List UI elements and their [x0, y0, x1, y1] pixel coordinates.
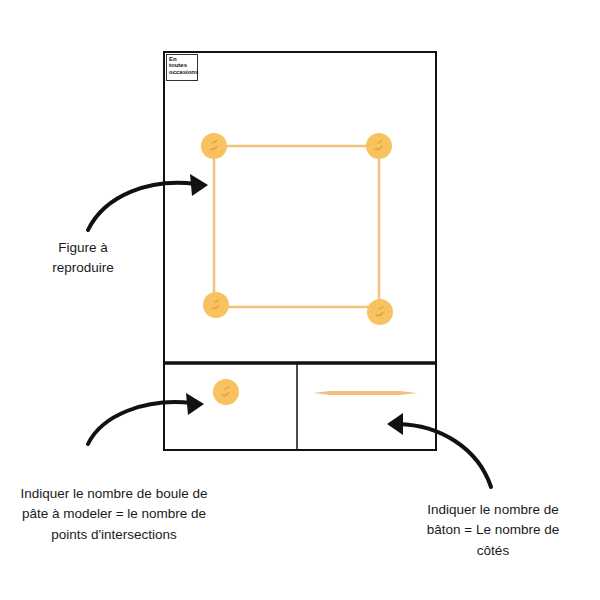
- stick: [313, 391, 417, 395]
- callout-label: Figure à reproduire: [38, 238, 128, 279]
- logo-box: En toutes occasions: [166, 54, 198, 81]
- clay-ball: [213, 379, 239, 405]
- square-figure: [201, 133, 393, 325]
- logo-text: En toutes occasions: [169, 56, 195, 75]
- callout-arrows: [88, 183, 491, 487]
- card-frame: [164, 52, 436, 450]
- arrow-heads: [186, 174, 403, 435]
- card-divider: [164, 361, 436, 365]
- callout-label: Indiquer le nombre de boule de pâte à mo…: [8, 484, 220, 545]
- callout-label: Indiquer le nombre de bâton = Le nombre …: [418, 500, 568, 561]
- cell-divider: [296, 363, 298, 450]
